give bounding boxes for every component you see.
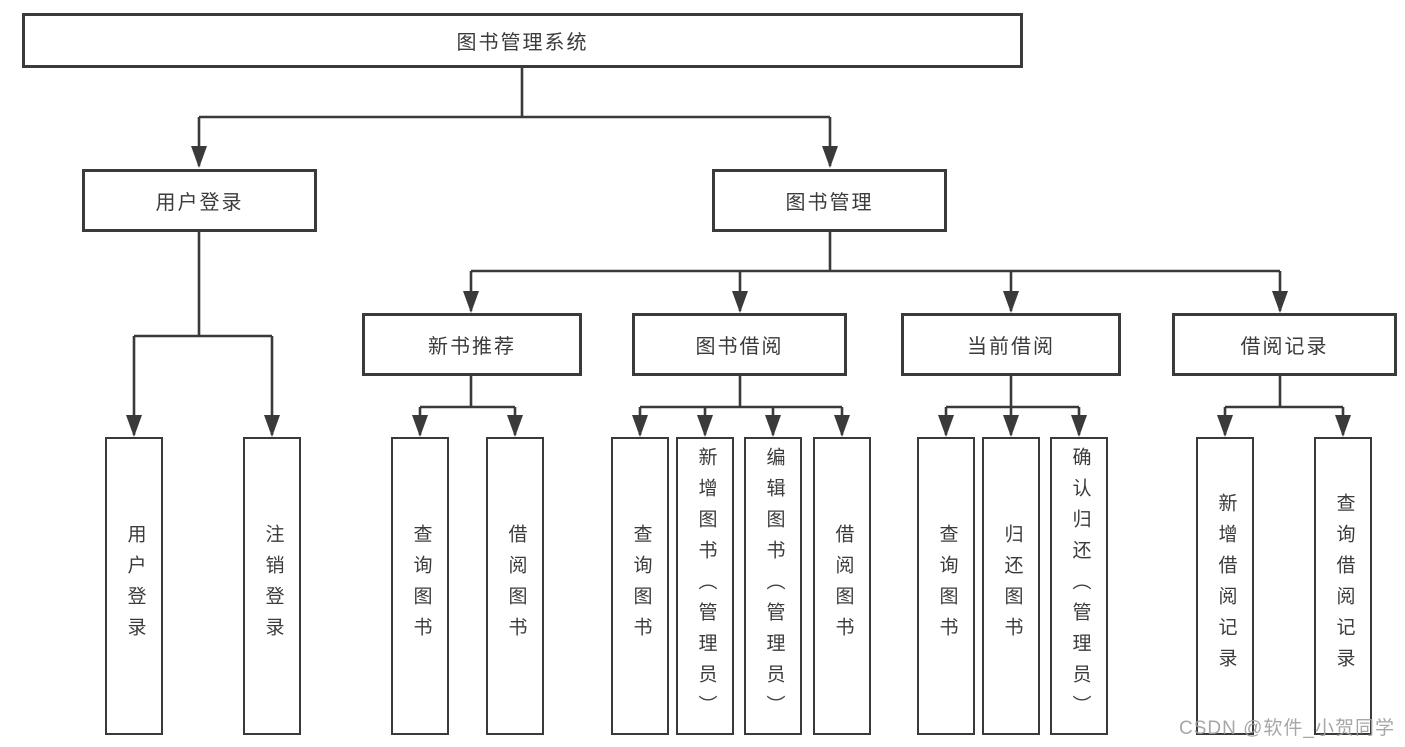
leaf-borrow-books: 借阅图书 [813, 437, 871, 735]
csdn-watermark: CSDN @软件_小贺同学 [1179, 718, 1395, 739]
node-current-borrowing: 当前借阅 [901, 313, 1121, 376]
leaf-return-books: 归还图书 [982, 437, 1040, 735]
leaf-query-books-borrowing: 查询图书 [611, 437, 669, 735]
leaf-return-books-label: 归还图书 [1001, 524, 1023, 648]
node-user-login-label: 用户登录 [155, 192, 244, 214]
leaf-add-borrow-record: 新增借阅记录 [1196, 437, 1254, 735]
leaf-add-book-admin: 新增图书（管理员） [676, 437, 734, 735]
node-book-management: 图书管理 [712, 169, 947, 232]
leaf-edit-book-admin-label: 编辑图书（管理员） [763, 446, 785, 726]
node-user-login: 用户登录 [82, 169, 317, 232]
node-current-borrowing-label: 当前借阅 [967, 336, 1055, 358]
node-new-book-recommend: 新书推荐 [362, 313, 582, 376]
leaf-query-books-borrowing-label: 查询图书 [630, 524, 652, 648]
leaf-confirm-return-admin: 确认归还（管理员） [1050, 437, 1108, 735]
node-book-borrowing: 图书借阅 [632, 313, 847, 376]
leaf-logout-label: 注销登录 [262, 524, 284, 648]
leaf-add-book-admin-label: 新增图书（管理员） [695, 446, 717, 726]
node-book-borrowing-label: 图书借阅 [695, 336, 784, 358]
leaf-borrow-books-recommend-label: 借阅图书 [505, 524, 527, 648]
leaf-query-borrow-record: 查询借阅记录 [1314, 437, 1372, 735]
leaf-query-books-current: 查询图书 [917, 437, 975, 735]
node-borrowing-records-label: 借阅记录 [1240, 336, 1329, 358]
leaf-confirm-return-admin-label: 确认归还（管理员） [1069, 446, 1091, 726]
connector-trunks [134, 68, 1343, 409]
leaf-borrow-books-recommend: 借阅图书 [486, 437, 544, 735]
node-root-system-label: 图书管理系统 [456, 32, 589, 54]
leaf-logout: 注销登录 [243, 437, 301, 735]
node-borrowing-records: 借阅记录 [1172, 313, 1397, 376]
leaf-user-login-label: 用户登录 [124, 524, 146, 648]
leaf-query-books-recommend-label: 查询图书 [410, 524, 432, 648]
leaf-query-books-current-label: 查询图书 [936, 524, 958, 648]
node-root-system: 图书管理系统 [22, 13, 1023, 68]
leaf-edit-book-admin: 编辑图书（管理员） [744, 437, 802, 735]
node-new-book-recommend-label: 新书推荐 [428, 336, 516, 358]
leaf-query-borrow-record-label: 查询借阅记录 [1333, 493, 1355, 679]
leaf-user-login: 用户登录 [105, 437, 163, 735]
leaf-query-books-recommend: 查询图书 [391, 437, 449, 735]
leaf-borrow-books-label: 借阅图书 [832, 524, 854, 648]
leaf-add-borrow-record-label: 新增借阅记录 [1215, 493, 1237, 679]
node-book-management-label: 图书管理 [785, 192, 874, 214]
